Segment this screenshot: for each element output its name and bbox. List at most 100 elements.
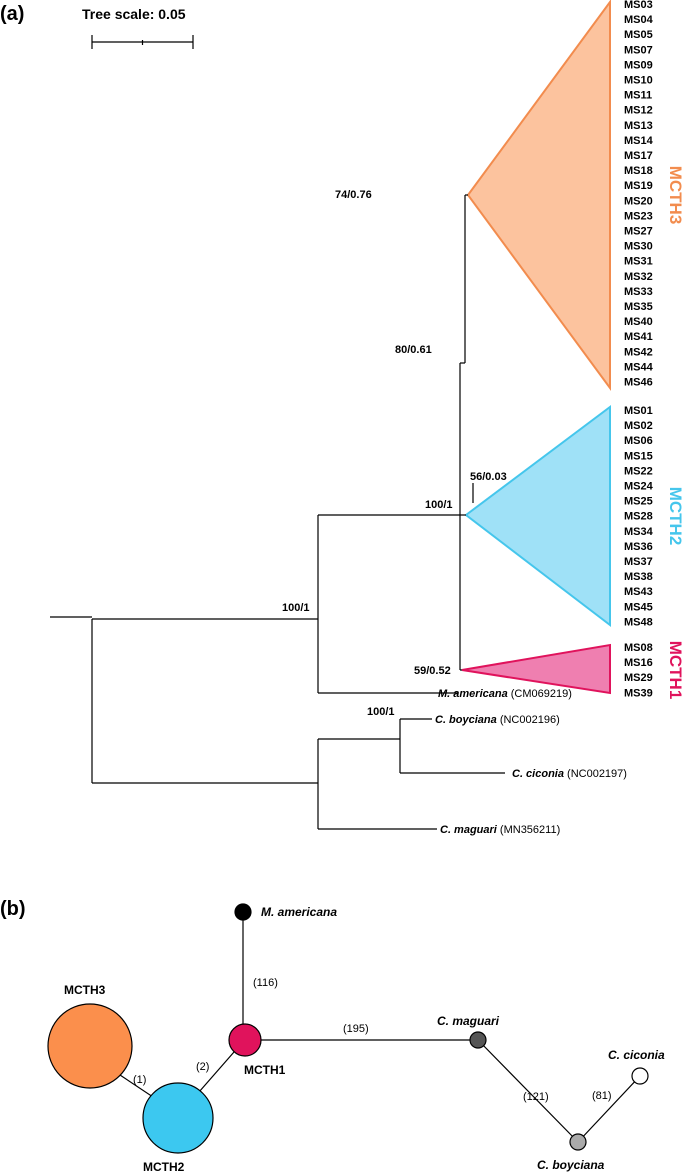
leaf-label-ms07: MS07 [624,44,653,56]
leaf-label-ms06: MS06 [624,435,653,447]
tree-branches [50,194,505,830]
leaf-label-ms34: MS34 [624,526,654,538]
leaf-label-ms10: MS10 [624,75,653,87]
support-ciconia: 100/1 [367,706,395,718]
taxon-accession: (NC002196) [500,714,560,726]
leaf-label-ms32: MS32 [624,271,653,283]
leaf-label-ms31: MS31 [624,256,653,268]
leaf-label-ms01: MS01 [624,405,653,417]
edge-count-mcth2-mcth1: (2) [196,1061,209,1073]
leaf-label-ms11: MS11 [624,90,652,102]
taxon-accession: (CM069219) [511,688,572,700]
node-cmaguari [469,1031,487,1049]
node-mcth1 [228,1023,262,1057]
network-nodes [47,903,649,1154]
taxon-accession: (NC002197) [567,768,627,780]
taxon-c-maguari: C. maguari (MN356211) [440,824,560,836]
leaf-label-ms15: MS15 [624,450,653,462]
edge-count-mcth1-mamericana: (116) [253,977,278,989]
leaf-labels: MS03MS04MS05MS07MS09MS10MS11MS12MS13MS14… [624,0,654,699]
node-label-cmaguari: C. maguari [437,1014,500,1028]
leaf-label-ms28: MS28 [624,511,653,523]
leaf-label-ms19: MS19 [624,180,653,192]
node-label-cboyciana: C. boyciana [537,1158,605,1172]
network-labels: MCTH3 MCTH2 MCTH1 M. americana C. maguar… [64,905,665,1174]
node-mcth3 [47,1003,133,1089]
leaf-label-ms13: MS13 [624,120,653,132]
taxon-c-ciconia: C. ciconia (NC002197) [512,768,627,780]
tree-scale-bar [91,35,194,49]
clade-mcth1-triangle [461,643,611,695]
node-cboyciana [569,1133,587,1151]
support-mcth1: 59/0.52 [414,665,451,677]
leaf-label-ms14: MS14 [624,135,654,147]
leaf-label-ms48: MS48 [624,616,653,628]
taxon-species: C. boyciana [435,714,497,726]
clade-mcth2-label: MCTH2 [666,487,685,546]
panel-a-label: (a) [0,3,24,25]
edge-cmaguari-cboyciana [477,1039,579,1143]
leaf-label-ms41: MS41 [624,331,653,343]
node-mamericana [234,903,252,921]
taxon-m-americana: M. americana (CM069219) [438,688,572,700]
tree-scale-label: Tree scale: 0.05 [82,6,186,22]
leaf-label-ms04: MS04 [624,14,654,26]
leaf-label-ms12: MS12 [624,105,653,117]
clade-mcth3-triangle [466,0,611,392]
leaf-label-ms24: MS24 [624,481,654,493]
node-label-mcth2: MCTH2 [143,1160,185,1174]
node-label-mcth3: MCTH3 [64,983,106,997]
edge-cboyciana-cciconia [577,1075,641,1143]
leaf-label-ms03: MS03 [624,0,653,11]
node-mcth2 [142,1082,214,1154]
support-in-group: 100/1 [425,499,453,511]
leaf-label-ms36: MS36 [624,541,653,553]
edge-count-cboyciana-cciconia: (81) [592,1090,612,1102]
node-label-mamericana: M. americana [261,905,337,919]
leaf-label-ms27: MS27 [624,226,653,238]
clade-mcth3-label: MCTH3 [666,166,685,225]
taxon-species: M. americana [438,688,508,700]
leaf-label-ms05: MS05 [624,29,653,41]
leaf-label-ms09: MS09 [624,59,653,71]
clade-mcth1-label: MCTH1 [666,641,685,700]
edge-count-cmaguari-cboyciana: (121) [523,1091,549,1103]
leaf-label-ms40: MS40 [624,316,653,328]
panel-b-label: (b) [0,898,26,920]
node-cciconia [631,1067,649,1085]
support-mcth3: 74/0.76 [335,189,372,201]
leaf-label-ms17: MS17 [624,150,653,162]
leaf-label-ms43: MS43 [624,586,653,598]
leaf-label-ms37: MS37 [624,556,653,568]
leaf-label-ms46: MS46 [624,377,653,389]
support-mcth2: 56/0.03 [470,471,507,483]
leaf-label-ms23: MS23 [624,210,653,222]
leaf-label-ms33: MS33 [624,286,653,298]
leaf-label-ms38: MS38 [624,571,653,583]
node-label-cciconia: C. ciconia [608,1048,665,1062]
leaf-label-ms08: MS08 [624,642,653,654]
taxon-species: C. ciconia [512,768,564,780]
leaf-label-ms45: MS45 [624,601,653,613]
edge-count-mcth1-cmaguari: (195) [343,1023,369,1035]
leaf-label-ms39: MS39 [624,687,653,699]
leaf-label-ms02: MS02 [624,420,653,432]
leaf-label-ms35: MS35 [624,301,653,313]
clade-mcth2-triangle [464,405,611,628]
leaf-label-ms22: MS22 [624,465,653,477]
taxon-accession: (MN356211) [500,824,560,836]
taxon-species: C. maguari [440,824,498,836]
support-mycteria: 100/1 [282,602,310,614]
network-edges [119,912,641,1143]
edge-count-mcth3-mcth2: (1) [133,1074,146,1086]
node-label-mcth1: MCTH1 [244,1063,286,1077]
taxon-c-boyciana: C. boyciana (NC002196) [435,714,560,726]
leaf-label-ms25: MS25 [624,496,653,508]
leaf-label-ms16: MS16 [624,657,653,669]
leaf-label-ms44: MS44 [624,361,654,373]
leaf-label-ms30: MS30 [624,241,653,253]
support-mcth3-mcth2: 80/0.61 [395,344,432,356]
leaf-label-ms42: MS42 [624,346,653,358]
leaf-label-ms18: MS18 [624,165,653,177]
